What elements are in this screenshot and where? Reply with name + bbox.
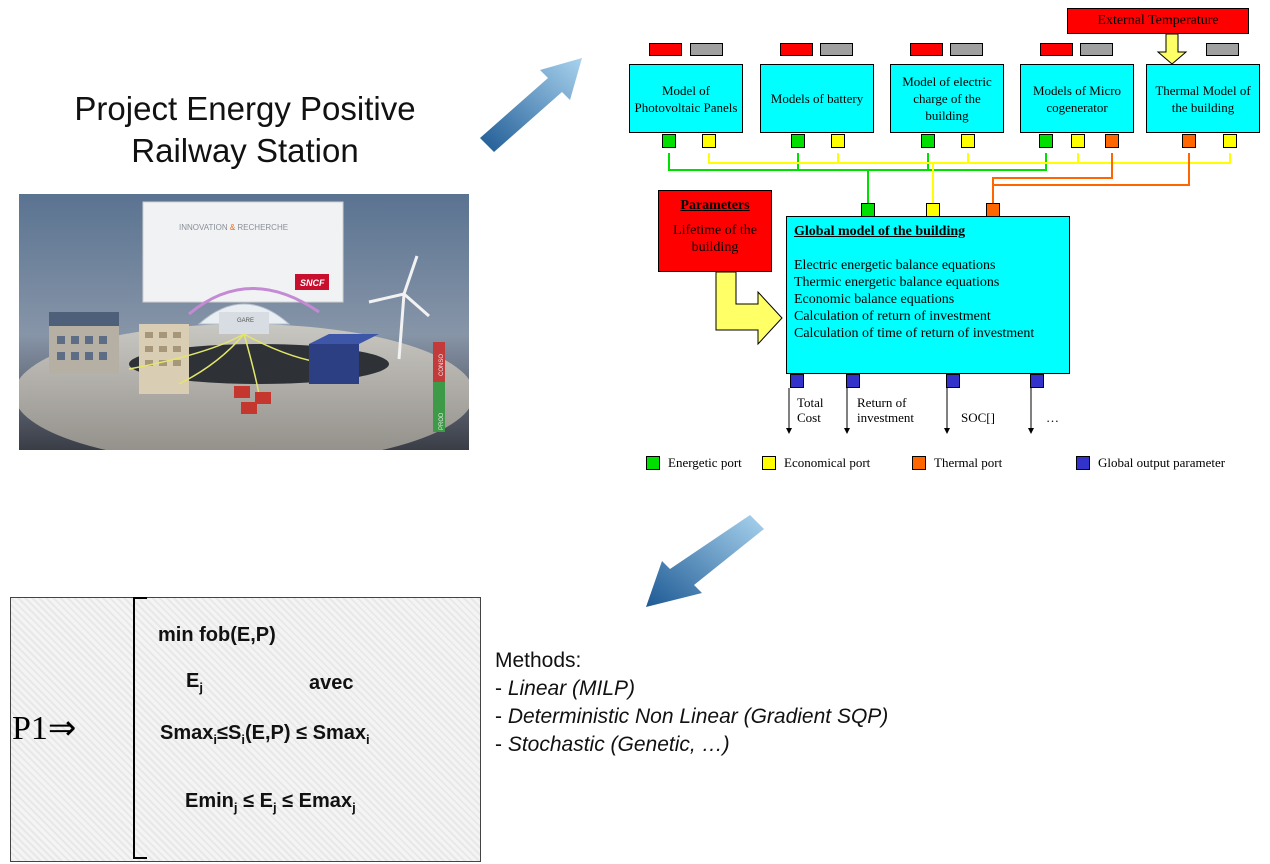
output-return-label: Return of investment <box>857 395 915 425</box>
method-item: - Stochastic (Genetic, …) <box>495 733 730 756</box>
station-illustration: INNOVATION & RECHERCHE SNCF GARE CONSO P… <box>19 194 469 450</box>
model-2-economical-port <box>831 134 845 148</box>
parameters-heading: Parameters <box>680 198 750 213</box>
constraint-e-line: Eminj ≤ Ej ≤ Emaxj <box>185 790 356 815</box>
output-soc-label: SOC[] <box>961 410 995 425</box>
global-model-line: Calculation of return of investment <box>794 309 991 324</box>
legend-energetic-swatch <box>646 456 660 470</box>
legend-global-swatch <box>1076 456 1090 470</box>
method-item: - Deterministic Non Linear (Gradient SQP… <box>495 705 889 728</box>
global-thermal-port <box>986 203 1000 217</box>
sncf-logo: SNCF <box>300 278 325 288</box>
global-model-line: Economic balance equations <box>794 292 955 307</box>
avec-label: avec <box>309 672 354 694</box>
gauge-conso-label: CONSO <box>439 354 445 376</box>
model-5-grey-chip <box>1206 43 1239 56</box>
variable-line: Ej <box>186 670 203 695</box>
objective-line: min fob(E,P) <box>158 624 276 646</box>
output-port-total-cost <box>790 374 804 388</box>
model-1-red-chip <box>649 43 682 56</box>
method-item: - Linear (MILP) <box>495 677 636 700</box>
arrow-to-model-icon <box>480 58 582 152</box>
station-sign: GARE <box>237 318 254 324</box>
global-economical-port <box>926 203 940 217</box>
global-model-line: Thermic energetic balance equations <box>794 275 1000 290</box>
model-2-grey-chip <box>820 43 853 56</box>
model-3-grey-chip <box>950 43 983 56</box>
model-electric-charge-box: Model of electric charge of the building <box>890 64 1004 133</box>
constraint-s-line: Smaxi≤Si(E,P) ≤ Smaxi <box>160 722 370 747</box>
constraint-bracket <box>133 597 147 859</box>
gauge-prod-label: PROD <box>439 412 445 430</box>
model-2-energetic-port <box>791 134 805 148</box>
model-battery-box: Models of battery <box>760 64 874 133</box>
title-line-2: Railway Station <box>131 132 359 169</box>
model-3-economical-port <box>961 134 975 148</box>
diagram-connectors <box>668 33 1231 434</box>
optimization-problem-box <box>10 597 481 862</box>
model-thermal-box: Thermal Model of the building <box>1146 64 1260 133</box>
model-1-economical-port <box>702 134 716 148</box>
model-1-energetic-port <box>662 134 676 148</box>
legend-thermal: Thermal port <box>912 455 1002 471</box>
legend-global: Global output parameter <box>1076 455 1225 471</box>
methods-heading: Methods: <box>495 649 582 672</box>
output-port-soc <box>946 374 960 388</box>
global-model-heading: Global model of the building <box>794 224 966 239</box>
model-4-energetic-port <box>1039 134 1053 148</box>
model-4-grey-chip <box>1080 43 1113 56</box>
model-photovoltaic-box: Model of Photovoltaic Panels <box>629 64 743 133</box>
global-model-line: Calculation of time of return of investm… <box>794 326 1035 341</box>
global-model-box: Global model of the building Electric en… <box>786 216 1070 374</box>
global-energetic-port <box>861 203 875 217</box>
problem-label: P1⇒ <box>12 710 77 747</box>
output-other-label: … <box>1046 410 1059 425</box>
panel-text: INNOVATION & RECHERCHE <box>179 223 288 232</box>
model-4-red-chip <box>1040 43 1073 56</box>
model-5-economical-port <box>1223 134 1237 148</box>
model-3-red-chip <box>910 43 943 56</box>
legend-thermal-swatch <box>912 456 926 470</box>
legend-economical: Economical port <box>762 455 870 471</box>
parameters-box: Parameters Lifetime of the building <box>658 190 772 272</box>
output-port-other <box>1030 374 1044 388</box>
title-line-1: Project Energy Positive <box>74 90 416 127</box>
arrow-to-optimization-icon <box>646 515 764 607</box>
model-3-energetic-port <box>921 134 935 148</box>
output-total-cost-label: Total Cost <box>797 395 824 425</box>
external-temperature-box: External Temperature <box>1067 8 1249 34</box>
page-title: Project Energy Positive Railway Station <box>30 88 460 172</box>
methods-list: Methods: - Linear (MILP) - Deterministic… <box>495 647 888 759</box>
output-port-return <box>846 374 860 388</box>
global-model-line: Electric energetic balance equations <box>794 258 996 273</box>
model-4-thermal-port <box>1105 134 1119 148</box>
model-2-red-chip <box>780 43 813 56</box>
legend-economical-swatch <box>762 456 776 470</box>
parameters-text: Lifetime of the building <box>673 223 757 255</box>
model-micro-cogenerator-box: Models of Micro cogenerator <box>1020 64 1134 133</box>
legend-energetic: Energetic port <box>646 455 742 471</box>
model-1-grey-chip <box>690 43 723 56</box>
model-4-economical-port <box>1071 134 1085 148</box>
model-5-thermal-port <box>1182 134 1196 148</box>
